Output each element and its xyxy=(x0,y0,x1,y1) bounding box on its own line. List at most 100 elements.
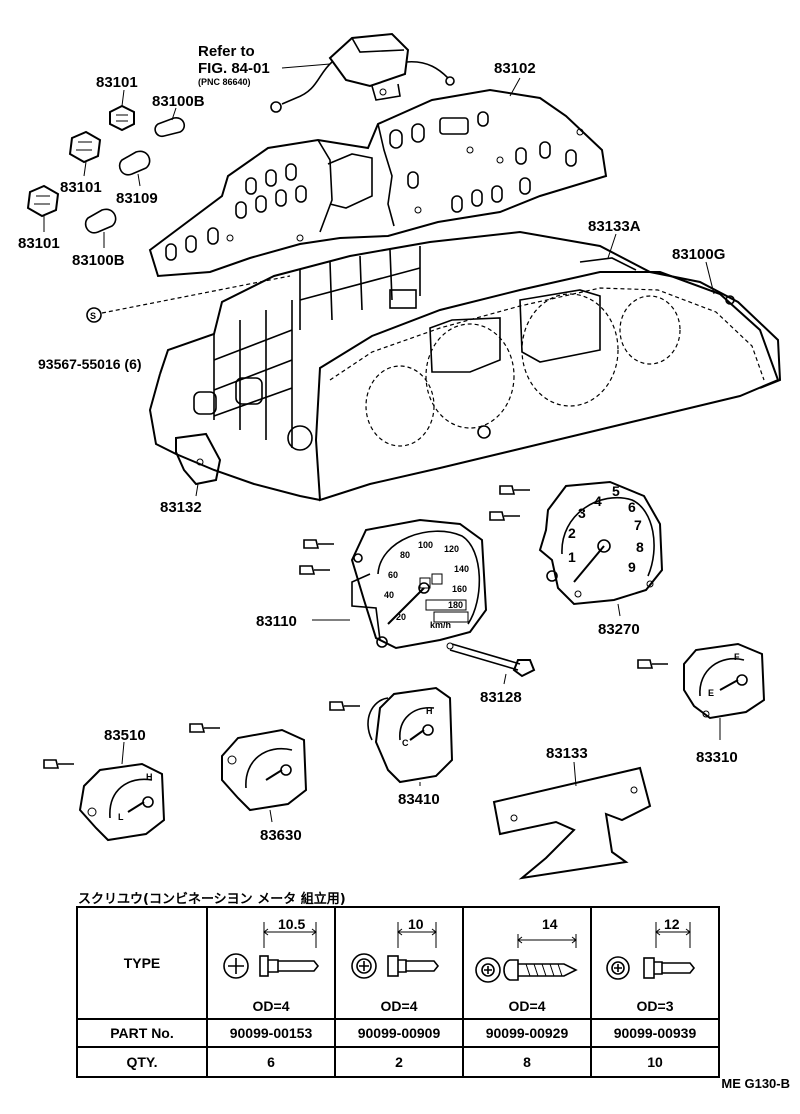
speedo-mark: 60 xyxy=(388,570,398,580)
cross-washer-screw-icon xyxy=(351,922,440,979)
tapping-screw-icon xyxy=(475,934,578,983)
qty-cell: 6 xyxy=(206,1046,336,1078)
refer-fig-label: FIG. 84-01 xyxy=(198,60,270,77)
part-no-cell: 90099-00939 xyxy=(590,1018,720,1048)
tacho-mark: 2 xyxy=(568,525,576,541)
bracket-83132 xyxy=(175,432,222,486)
bulb-83100b-top xyxy=(154,117,186,138)
clip-symbol xyxy=(86,307,102,323)
bulb-83109 xyxy=(118,150,151,176)
speedo-mark: 80 xyxy=(400,550,410,560)
qty-header: QTY. xyxy=(76,1046,208,1078)
speedo-mark: 100 xyxy=(418,540,433,550)
cross-head-screw-icon xyxy=(223,922,320,979)
volt-low-mark: L xyxy=(118,812,124,822)
bulb-socket-83101-top xyxy=(109,104,135,132)
screw-type-cell: 14 OD=4 xyxy=(462,906,592,1020)
label-83133: 83133 xyxy=(546,745,588,762)
label-83101-mid: 83101 xyxy=(60,179,102,196)
label-83128: 83128 xyxy=(480,689,522,706)
label-83310: 83310 xyxy=(696,749,738,766)
tacho-mark: 4 xyxy=(594,493,602,509)
label-83270: 83270 xyxy=(598,621,640,638)
label-83510: 83510 xyxy=(104,727,146,744)
temperature-gauge-83410 xyxy=(367,686,454,784)
part-no-cell: 90099-00909 xyxy=(334,1018,464,1048)
tacho-mark: 5 xyxy=(612,483,620,499)
screw-type-cell: 10 OD=4 xyxy=(334,906,464,1020)
meter-case-83100g xyxy=(148,230,782,502)
qty-cell: 10 xyxy=(590,1046,720,1078)
tachometer-83270 xyxy=(538,480,664,606)
speedometer-83110 xyxy=(350,518,488,650)
tacho-mark: 7 xyxy=(634,517,642,533)
fuel-gauge-83310 xyxy=(683,642,766,720)
bulb-83100b-low xyxy=(84,208,117,234)
temp-cold-mark: C xyxy=(402,738,409,748)
screw-icon xyxy=(43,759,74,769)
qty-cell: 8 xyxy=(462,1046,592,1078)
od-label: OD=3 xyxy=(636,998,674,1014)
label-83100b-low: 83100B xyxy=(72,252,125,269)
bulb-socket-83101-low xyxy=(26,184,60,218)
screw-icon xyxy=(299,539,334,575)
label-83101-low: 83101 xyxy=(18,235,60,252)
tacho-mark: 8 xyxy=(636,539,644,555)
temp-hot-mark: H xyxy=(426,706,433,716)
speedo-mark: 160 xyxy=(452,584,467,594)
speedo-mark: 140 xyxy=(454,564,469,574)
label-83100b-top: 83100B xyxy=(152,93,205,110)
od-label: OD=4 xyxy=(380,998,418,1014)
fuel-full-mark: F xyxy=(734,652,740,662)
dimension-label: 10 xyxy=(408,916,424,932)
od-label: OD=4 xyxy=(508,998,546,1014)
type-header: TYPE xyxy=(76,906,208,1020)
figure-code: ME G130-B xyxy=(721,1076,790,1091)
oil-pressure-gauge-83630 xyxy=(221,728,308,812)
label-83410: 83410 xyxy=(398,791,440,808)
speedo-mark: 180 xyxy=(448,600,463,610)
screw-table: TYPE 10.5 OD=4 xyxy=(76,906,720,1078)
qty-cell: 2 xyxy=(334,1046,464,1078)
tacho-mark: 6 xyxy=(628,499,636,515)
refer-to-label: Refer to xyxy=(198,43,255,60)
fuel-empty-mark: E xyxy=(708,688,714,698)
tacho-scale: 1 2 3 4 5 6 7 8 9 xyxy=(568,483,644,575)
screw-type-cell: 10.5 OD=4 xyxy=(206,906,336,1020)
part-no-header: PART No. xyxy=(76,1018,208,1048)
bulb-socket-83101-mid xyxy=(68,130,102,164)
drive-shaft-83128 xyxy=(446,642,536,678)
screw-type-cell: 12 OD=3 xyxy=(590,906,720,1020)
speedo-mark: 120 xyxy=(444,544,459,554)
printed-circuit-board-83102 xyxy=(148,88,608,278)
label-93567: 93567-55016 (6) xyxy=(38,356,142,372)
label-83101-top: 83101 xyxy=(96,74,138,91)
tacho-mark: 3 xyxy=(578,505,586,521)
speedo-mark: km/h xyxy=(430,620,451,630)
dimension-label: 14 xyxy=(542,916,558,932)
refer-pnc-label: (PNC 86640) xyxy=(198,77,251,87)
dimension-label: 12 xyxy=(664,916,680,932)
od-label: OD=4 xyxy=(252,998,290,1014)
cross-washer-screw-icon xyxy=(606,922,696,980)
label-83133a: 83133A xyxy=(588,218,641,235)
tacho-mark: 9 xyxy=(628,559,636,575)
volt-high-mark: H xyxy=(146,772,153,782)
screw-table-caption: スクリユウ(コンビネーシヨン メータ 組立用) xyxy=(78,892,346,907)
part-no-cell: 90099-00153 xyxy=(206,1018,336,1048)
screw-icon xyxy=(189,723,220,733)
tacho-mark: 1 xyxy=(568,549,576,565)
screw-icon xyxy=(637,659,668,669)
screw-icon xyxy=(489,485,530,521)
screw-icon xyxy=(329,701,360,711)
part-no-cell: 90099-00929 xyxy=(462,1018,592,1048)
speedo-mark: 20 xyxy=(396,612,406,622)
label-83630: 83630 xyxy=(260,827,302,844)
label-83132: 83132 xyxy=(160,499,202,516)
voltmeter-83510 xyxy=(78,762,166,842)
dimension-label: 10.5 xyxy=(278,916,306,932)
label-83100g: 83100G xyxy=(672,246,725,263)
speedo-mark: 40 xyxy=(384,590,394,600)
wire-harness xyxy=(270,32,455,113)
